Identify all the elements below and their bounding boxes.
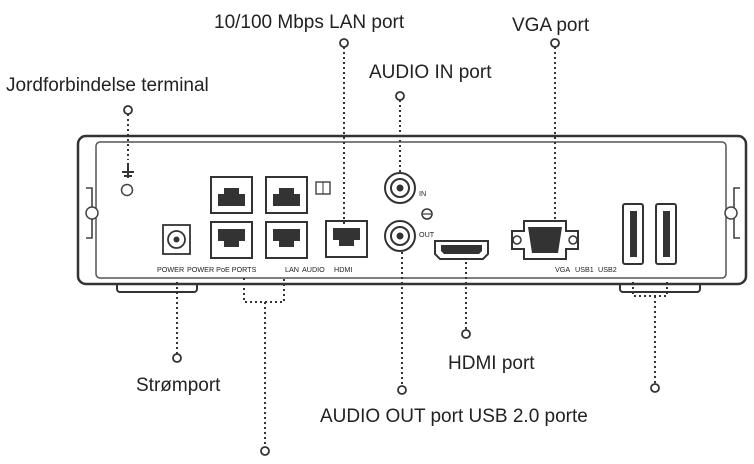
poe-port-4-icon [265,221,308,259]
vga-port-icon [511,220,579,260]
callout-ground-terminal: Jordforbindelse terminal [6,75,209,96]
label-power: POWER [157,265,184,274]
lan-port-icon [325,220,368,258]
leader-poe-bracket [243,278,285,303]
callout-vga-port: VGA port [512,15,590,36]
audio-in-jack-icon [384,172,416,204]
label-usb2: USB2 [598,265,617,274]
label-lan: LAN [285,265,299,274]
label-out: OUT [419,230,435,239]
label-in: IN [419,189,426,198]
label-vga: VGA [555,265,570,274]
leader-lan-dot [339,38,349,48]
label-hdmi: HDMI [334,265,352,274]
poe-port-1-icon [210,176,253,214]
leader-audio-out-dot [397,385,407,395]
leader-usb-bracket [632,282,668,297]
leader-power-dot [172,353,182,363]
audio-screw-icon [421,208,433,220]
left-screw-icon [85,206,99,220]
poe-port-2-icon [265,176,308,214]
ground-terminal-icon [120,163,134,197]
label-usb1: USB1 [575,265,594,274]
callout-power-port: Strømport [136,375,221,396]
audio-out-jack-icon [384,220,416,252]
callout-lan-port: 10/100 Mbps LAN port [214,12,405,33]
label-audio: AUDIO [302,265,325,274]
hdmi-port-icon [434,240,489,260]
leader-audio-in-dot [395,91,405,101]
leader-hdmi-dot [461,329,471,339]
leader-vga-dot [550,38,560,48]
leader-poe-dot [260,446,270,456]
usb2-port-icon [655,203,677,265]
callout-hdmi-port: HDMI port [448,353,535,374]
label-poe-ports: POWER PoE PORTS [187,265,257,274]
leader-ground-dot [123,105,133,115]
callout-audio-out-usb: AUDIO OUT port USB 2.0 porte [320,406,588,427]
port-indicator-icon [315,181,331,195]
usb1-port-icon [622,203,644,265]
power-jack-icon [162,224,191,255]
right-screw-icon [724,206,738,220]
poe-port-3-icon [210,221,253,259]
callout-audio-in-port: AUDIO IN port [369,62,492,83]
chassis [76,134,748,286]
leader-usb-dot [650,383,660,393]
